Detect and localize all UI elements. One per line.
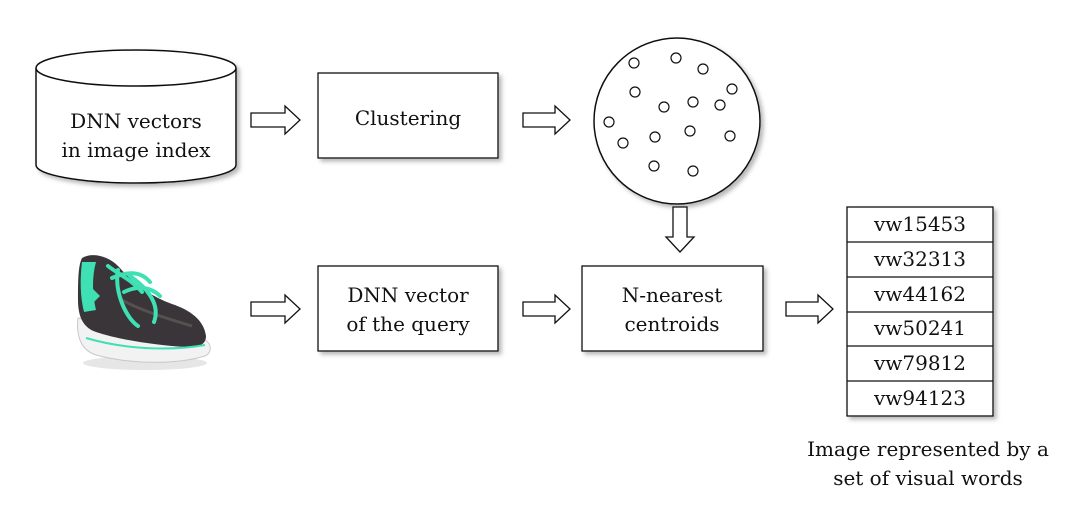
query-vector-label-line-1: DNN vector: [347, 283, 469, 307]
database-label-line-1: DNN vectors: [70, 109, 202, 133]
visual-word-cell: vw32313: [873, 247, 966, 271]
image-index-database: [35, 49, 237, 184]
centroid-point: [658, 101, 670, 113]
arrow-db-to-clustering: [250, 104, 301, 136]
centroid-point: [629, 86, 641, 98]
query-image-sneaker: [77, 255, 211, 370]
database-label-line-2: in image index: [61, 138, 211, 162]
visual-words-rows: [847, 241, 993, 382]
centroid-point: [628, 57, 640, 69]
query-vector-label-line-2: of the query: [346, 312, 470, 336]
centroid-point: [724, 130, 736, 142]
visual-word-cell: vw44162: [873, 282, 966, 306]
visual-word-cell: vw79812: [873, 351, 966, 375]
nearest-centroids-box: [581, 265, 764, 352]
query-vector-box: [317, 265, 499, 352]
visual-word-cell: vw94123: [873, 386, 966, 410]
centroids-label-line-2: centroids: [624, 312, 719, 336]
centroid-point: [697, 63, 709, 75]
centroid-point: [684, 125, 696, 137]
arrow-image-to-query-vector: [250, 293, 301, 325]
visual-word-cell: vw15453: [873, 212, 966, 236]
clustering-box: [317, 72, 499, 159]
centroid-point: [687, 96, 699, 108]
centroid-point: [603, 116, 615, 128]
centroid-point: [726, 83, 738, 95]
caption-line-1: Image represented by a: [807, 437, 1049, 461]
clustering-label: Clustering: [355, 106, 462, 130]
arrow-centroids-to-visual-words: [785, 293, 834, 325]
arrow-clustering-to-clusters: [522, 104, 571, 136]
centroids-label-line-1: N-nearest: [622, 283, 723, 307]
centroid-point: [648, 160, 660, 172]
arrow-clusters-to-centroids: [664, 206, 696, 253]
centroid-point: [649, 131, 661, 143]
centroid-point: [714, 99, 726, 111]
centroid-point: [687, 165, 699, 177]
centroid-points: [603, 52, 738, 177]
centroid-point: [617, 137, 629, 149]
centroid-point: [670, 52, 682, 64]
caption-line-2: set of visual words: [833, 466, 1023, 490]
arrow-query-to-centroids: [522, 293, 571, 325]
visual-word-cell: vw50241: [873, 316, 966, 340]
cluster-space: [593, 37, 761, 205]
